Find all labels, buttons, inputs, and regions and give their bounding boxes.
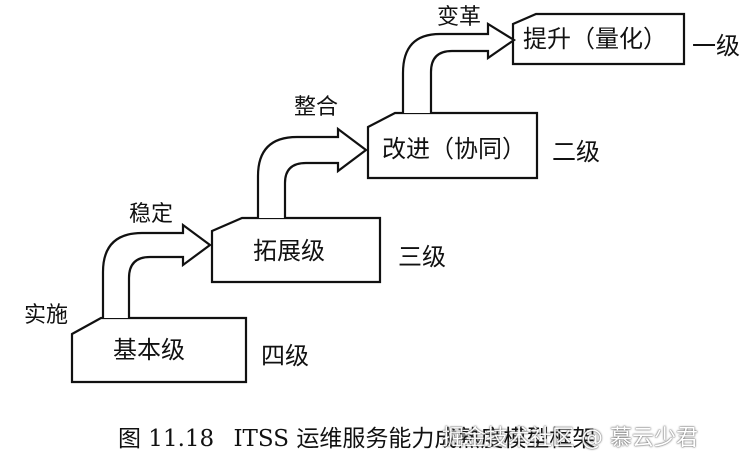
level4-box-label: 基本级 (113, 336, 185, 364)
level2-box (366, 111, 539, 180)
transition-implement-label: 实施 (24, 303, 69, 328)
level2-box-label: 改进（协同） (382, 135, 526, 163)
transition-stabilize-label: 稳定 (129, 202, 174, 227)
level1-box-label: 提升（量化） (523, 25, 667, 53)
level1-grade-label: 一级 (692, 32, 740, 60)
level3-box (210, 216, 382, 284)
transition-transform-label: 变革 (437, 5, 482, 30)
level4-grade-label: 四级 (261, 342, 309, 370)
level3-grade-label: 三级 (398, 243, 446, 271)
level2-grade-label: 二级 (552, 138, 600, 166)
watermark: 掘金技术社区 @ 慕云少君 (442, 426, 698, 451)
transition-integrate-label: 整合 (294, 95, 339, 120)
level4-box (70, 316, 248, 384)
figure-title: ITSS 运维服务能力成熟度模型框架 (233, 426, 596, 452)
level1-box (511, 12, 686, 66)
arrow-integrate (256, 126, 368, 218)
arrow-stabilize (101, 222, 212, 318)
arrow-transform (401, 22, 517, 113)
figure-caption: 图 11.18 ITSS 运维服务能力成熟度模型框架 (118, 428, 607, 451)
level3-box-label: 拓展级 (253, 237, 325, 265)
figure-number: 图 11.18 (118, 426, 215, 452)
